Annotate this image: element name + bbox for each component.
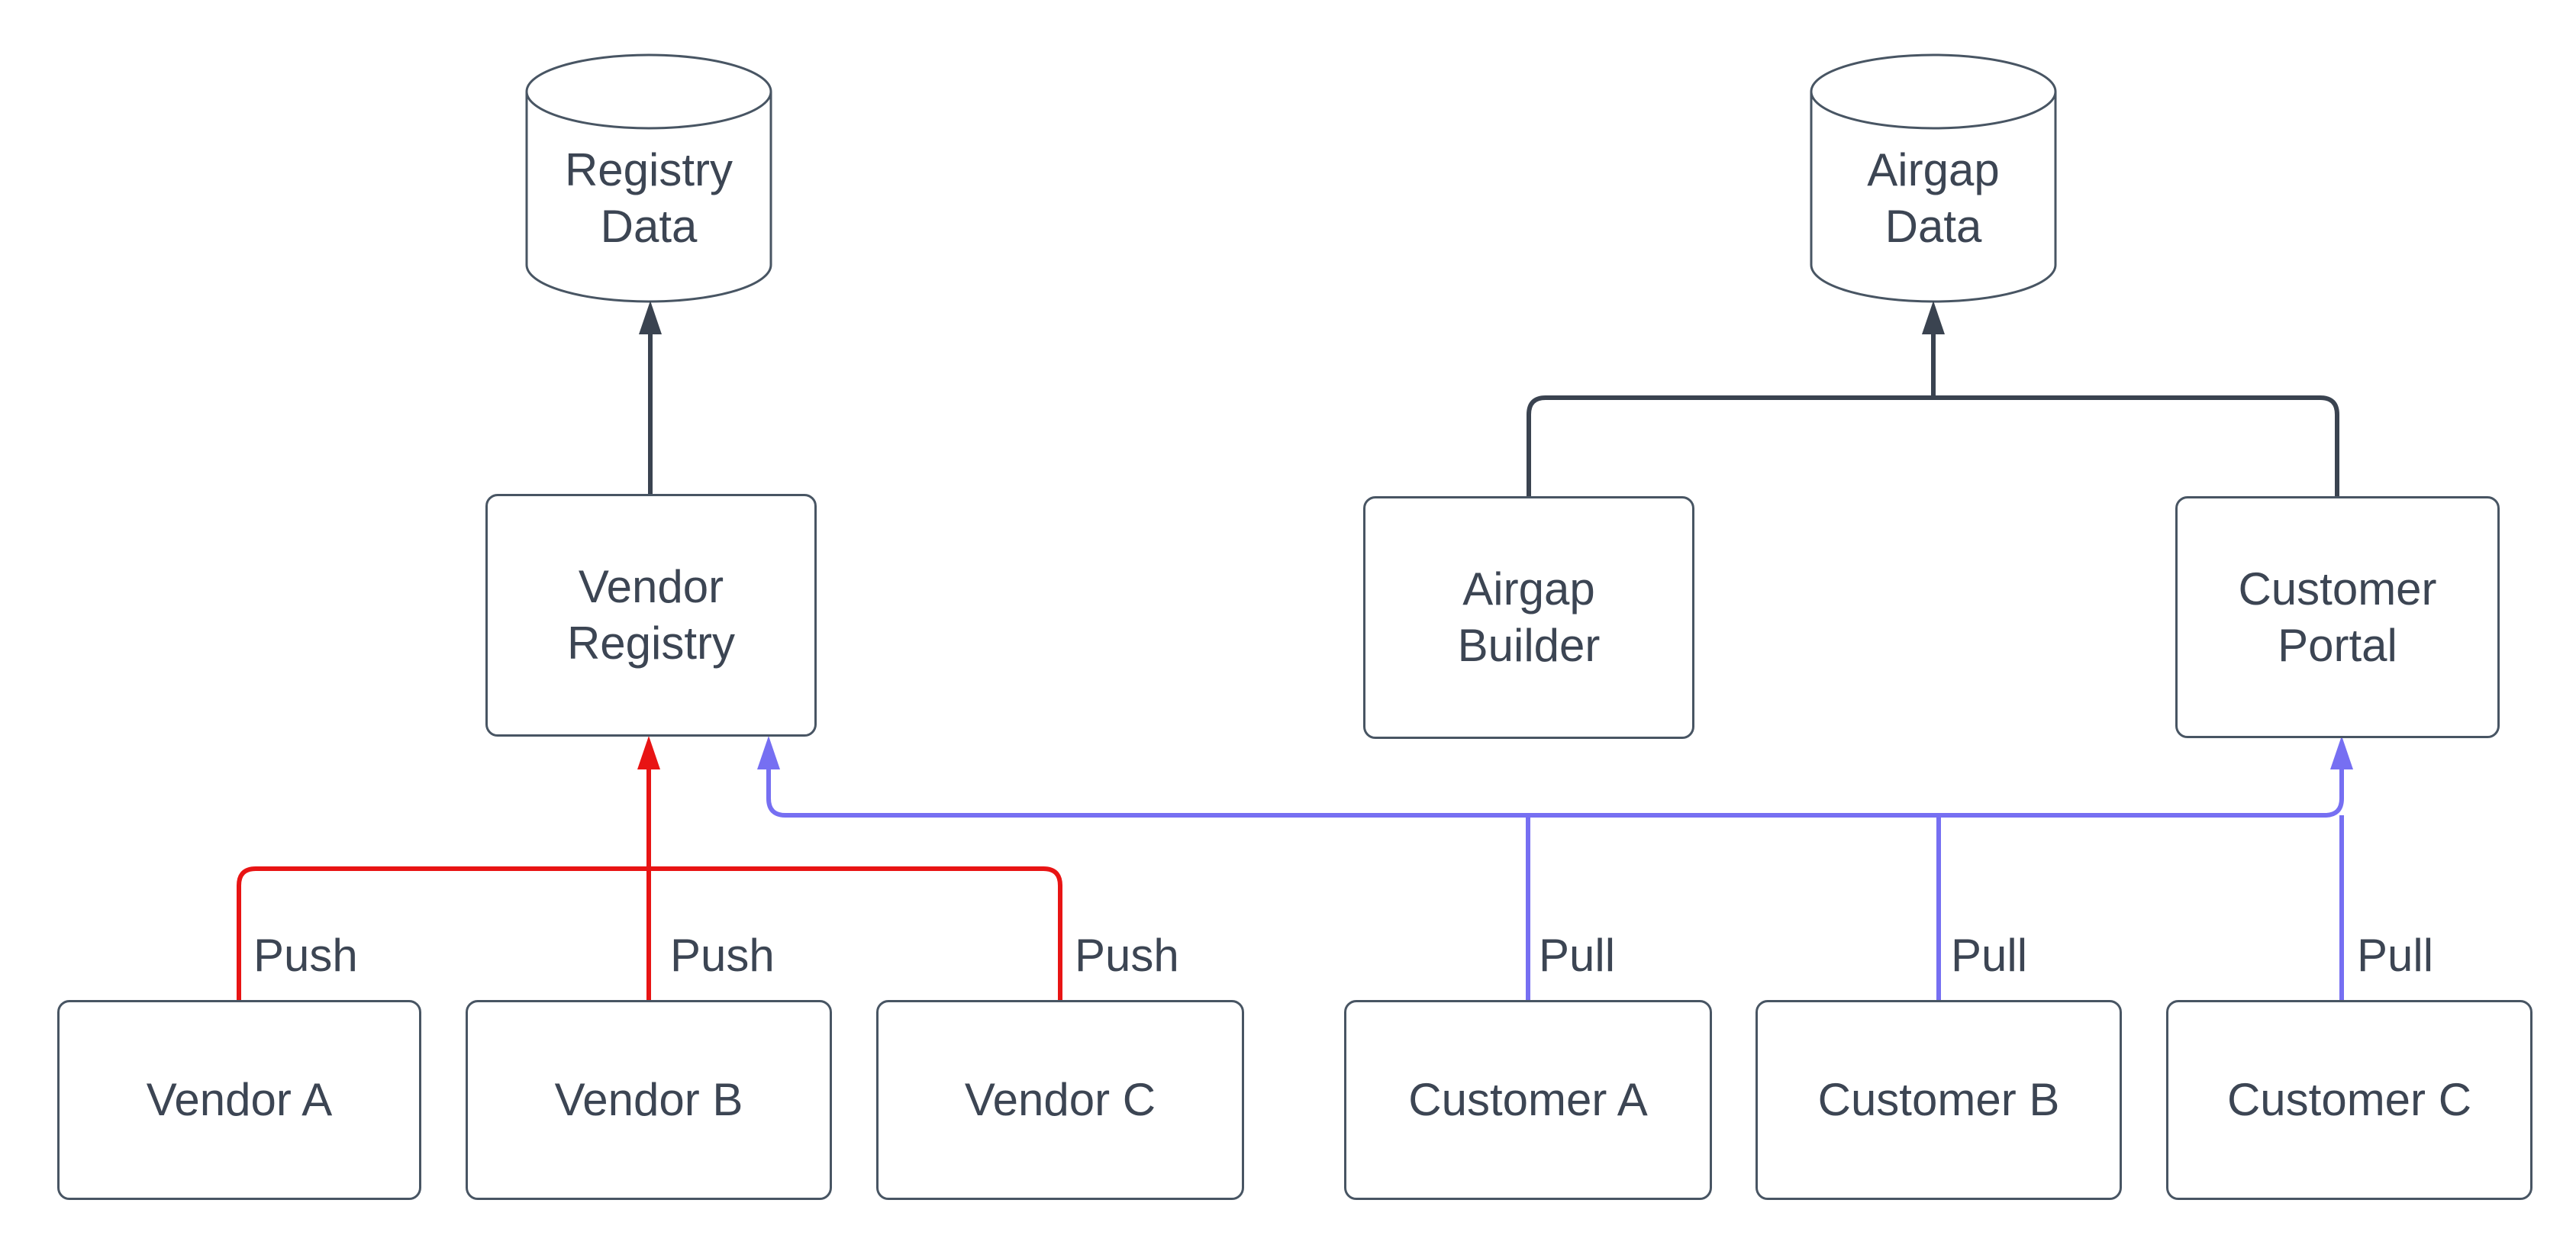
node-customer-a[interactable]: Customer A	[1344, 1000, 1712, 1200]
airgap-data-cylinder[interactable]	[1810, 53, 2057, 303]
edge-vendor-registry-to-registry-data[interactable]	[639, 301, 662, 494]
node-vendor-a[interactable]: Vendor A	[57, 1000, 421, 1200]
edge-airgap-builder-customer-portal-to-airgap-data[interactable]	[1527, 301, 2339, 496]
registry-data-cylinder[interactable]	[525, 53, 772, 303]
node-airgap-builder[interactable]: Airgap Builder	[1363, 496, 1694, 739]
pull-label-customer-c: Pull	[2357, 930, 2434, 981]
airgap-data-line1: Airgap	[1867, 144, 2000, 195]
vendor-registry-label: Vendor Registry	[566, 561, 736, 669]
vendor-c-label: Vendor C	[964, 1074, 1156, 1125]
airgap-data-line2: Data	[1884, 201, 1982, 252]
node-vendor-registry[interactable]: Vendor Registry	[485, 494, 817, 737]
node-customer-c[interactable]: Customer C	[2166, 1000, 2532, 1200]
edge-vendor-b-to-vendor-registry[interactable]	[637, 736, 660, 1000]
registry-data-label: Registry Data	[527, 142, 771, 255]
registry-data-line1: Registry	[564, 144, 733, 195]
node-vendor-c[interactable]: Vendor C	[876, 1000, 1244, 1200]
vendor-a-label: Vendor A	[146, 1074, 333, 1125]
pull-label-customer-a: Pull	[1539, 930, 1616, 981]
registry-data-line2: Data	[600, 201, 698, 252]
node-customer-portal[interactable]: Customer Portal	[2175, 496, 2500, 738]
pull-label-customer-b: Pull	[1951, 930, 2028, 981]
airgap-data-label: Airgap Data	[1811, 142, 2055, 255]
vendor-b-label: Vendor B	[554, 1074, 743, 1125]
node-customer-b[interactable]: Customer B	[1755, 1000, 2122, 1200]
customer-c-label: Customer C	[2226, 1074, 2472, 1125]
customer-portal-label: Customer Portal	[2238, 563, 2437, 671]
customer-b-label: Customer B	[1817, 1074, 2060, 1125]
airgap-builder-label: Airgap Builder	[1457, 563, 1601, 671]
push-label-vendor-c: Push	[1075, 930, 1179, 981]
customer-a-label: Customer A	[1408, 1074, 1648, 1125]
push-label-vendor-a: Push	[253, 930, 358, 981]
edge-pull-bus[interactable]	[757, 736, 2353, 818]
push-label-vendor-b: Push	[670, 930, 775, 981]
node-vendor-b[interactable]: Vendor B	[466, 1000, 832, 1200]
